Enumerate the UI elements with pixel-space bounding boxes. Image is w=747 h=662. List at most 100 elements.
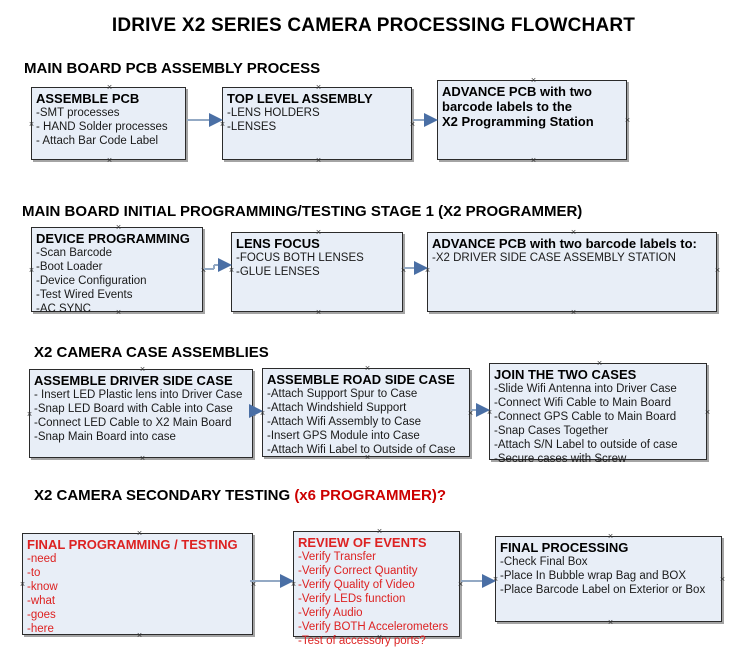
box-header: FINAL PROGRAMMING / TESTING — [27, 537, 238, 552]
box-line: -Insert GPS Module into Case — [267, 430, 420, 442]
connection-handle-right[interactable] — [250, 581, 257, 588]
connection-handle-left[interactable] — [28, 267, 35, 274]
connection-handle-top[interactable] — [364, 365, 371, 372]
connection-handle-left[interactable] — [259, 410, 266, 417]
box-line: - Insert LED Plastic lens into Driver Ca… — [34, 389, 243, 401]
connection-handle-bottom[interactable] — [530, 157, 537, 164]
section-heading-text: MAIN BOARD INITIAL PROGRAMMING/TESTING S… — [22, 203, 583, 220]
box-header: ASSEMBLE ROAD SIDE CASE — [267, 372, 455, 387]
box-line: -Attach S/N Label to outside of case — [494, 439, 678, 451]
box-line: -Verify BOTH Accelerometers — [298, 621, 449, 633]
box-advance-pcb-to-driver-side-case-assembly[interactable]: ADVANCE PCB with two barcode labels to: … — [427, 232, 717, 312]
connection-handle-left[interactable] — [26, 411, 33, 418]
box-line: -Snap LED Board with Cable into Case — [34, 403, 233, 415]
connection-handle-bottom[interactable] — [607, 619, 614, 626]
section-heading-accent: (x6 PROGRAMMER)? — [294, 487, 446, 504]
box-line: -Secure cases with Screw — [494, 453, 627, 465]
connection-handle-right[interactable] — [200, 267, 207, 274]
connection-handle-bottom[interactable] — [139, 455, 146, 462]
connection-handle-bottom[interactable] — [106, 157, 113, 164]
connection-handle-top[interactable] — [139, 366, 146, 373]
connection-handle-left[interactable] — [219, 121, 226, 128]
connection-handle-right[interactable] — [457, 581, 464, 588]
box-top-level-assembly[interactable]: TOP LEVEL ASSEMBLY -LENS HOLDERS -LENSES — [222, 87, 412, 160]
box-line: -Connect Wifi Cable to Main Board — [494, 397, 672, 409]
section-heading-text: X2 CAMERA SECONDARY TESTING — [34, 487, 295, 504]
connection-handle-left[interactable] — [486, 409, 493, 416]
connection-handle-right[interactable] — [719, 576, 726, 583]
box-line: -Verify LEDs function — [298, 593, 406, 605]
connection-handle-top[interactable] — [115, 224, 122, 231]
box-assemble-pcb[interactable]: ASSEMBLE PCB -SMT processes - HAND Solde… — [31, 87, 186, 160]
connection-handle-left[interactable] — [492, 576, 499, 583]
box-header: REVIEW OF EVENTS — [298, 535, 427, 550]
box-line: -Slide Wifi Antenna into Driver Case — [494, 383, 677, 395]
box-line: -Place In Bubble wrap Bag and BOX — [500, 570, 687, 582]
box-line: -GLUE LENSES — [236, 266, 320, 278]
box-line: -to — [27, 567, 41, 579]
connection-handle-top[interactable] — [376, 528, 383, 535]
box-assemble-driver-side-case[interactable]: ASSEMBLE DRIVER SIDE CASE - Insert LED P… — [29, 369, 253, 458]
box-review-of-events[interactable]: REVIEW OF EVENTS -Verify Transfer -Verif… — [290, 528, 460, 647]
box-line: -Verify Audio — [298, 607, 363, 619]
box-line: -LENS HOLDERS — [227, 107, 320, 119]
box-line: -X2 DRIVER SIDE CASE ASSEMBLY STATION — [432, 252, 676, 264]
box-line: -Scan Barcode — [36, 247, 113, 259]
box-header-line-3: X2 Programming Station — [442, 114, 594, 129]
connection-handle-top[interactable] — [596, 360, 603, 367]
connection-handle-right[interactable] — [250, 411, 257, 418]
box-header: FINAL PROCESSING — [500, 540, 629, 555]
box-join-the-two-cases[interactable]: JOIN THE TWO CASES -Slide Wifi Antenna i… — [486, 360, 707, 465]
connection-handle-top[interactable] — [570, 229, 577, 236]
connection-handle-right[interactable] — [714, 267, 721, 274]
box-final-processing[interactable]: FINAL PROCESSING -Check Final Box -Place… — [495, 536, 722, 622]
connection-handle-left[interactable] — [228, 267, 235, 274]
connection-handle-top[interactable] — [106, 84, 113, 91]
box-header: JOIN THE TWO CASES — [494, 367, 637, 382]
connection-handle-right[interactable] — [467, 410, 474, 417]
box-header: DEVICE PROGRAMMING — [36, 231, 190, 246]
box-header: ADVANCE PCB with two — [442, 84, 592, 99]
box-line: -Attach Windshield Support — [267, 402, 407, 414]
connection-handle-top[interactable] — [315, 84, 322, 91]
box-line: -Verify Transfer — [298, 551, 376, 563]
connection-handle-right[interactable] — [409, 121, 416, 128]
connection-handle-bottom[interactable] — [315, 309, 322, 316]
box-line: -Device Configuration — [36, 275, 147, 287]
box-line: -know — [27, 581, 58, 593]
connection-handle-left[interactable] — [28, 121, 35, 128]
connection-handle-right[interactable] — [400, 267, 407, 274]
connection-handle-top[interactable] — [607, 533, 614, 540]
box-header: ASSEMBLE PCB — [36, 91, 140, 106]
box-line: -Boot Loader — [36, 261, 103, 273]
connection-handle-right[interactable] — [624, 117, 631, 124]
box-final-programming-testing[interactable]: FINAL PROGRAMMING / TESTING -need -to -k… — [22, 533, 253, 635]
box-header: TOP LEVEL ASSEMBLY — [227, 91, 373, 106]
connection-handle-right[interactable] — [704, 409, 711, 416]
connection-handle-left[interactable] — [19, 581, 26, 588]
connection-handle-top[interactable] — [136, 530, 143, 537]
box-lens-focus[interactable]: LENS FOCUS -FOCUS BOTH LENSES -GLUE LENS… — [231, 232, 403, 312]
box-header: ADVANCE PCB with two barcode labels to: — [432, 236, 697, 251]
section-heading-x2-camera-case-assemblies: X2 CAMERA CASE ASSEMBLIES — [34, 344, 269, 361]
box-line: -Connect LED Cable to X2 Main Board — [34, 417, 232, 429]
box-line: -Snap Cases Together — [494, 425, 609, 437]
box-header: LENS FOCUS — [236, 236, 320, 251]
box-line: -Attach Wifi Assembly to Case — [267, 416, 422, 428]
connection-handle-bottom[interactable] — [570, 309, 577, 316]
connection-handle-top[interactable] — [530, 77, 537, 84]
page-title: IDRIVE X2 SERIES CAMERA PROCESSING FLOWC… — [111, 15, 636, 36]
box-line: -Place Barcode Label on Exterior or Box — [500, 584, 706, 596]
connection-handle-left[interactable] — [290, 581, 297, 588]
section-heading-x2-camera-secondary-testing: X2 CAMERA SECONDARY TESTING (x6 PROGRAMM… — [34, 487, 446, 504]
connection-handle-top[interactable] — [315, 229, 322, 236]
box-assemble-road-side-case[interactable]: ASSEMBLE ROAD SIDE CASE -Attach Support … — [262, 368, 470, 457]
connection-handle-left[interactable] — [424, 267, 431, 274]
section-heading-text: MAIN BOARD PCB ASSEMBLY PROCESS — [24, 60, 321, 77]
box-advance-pcb-to-x2-programming-station[interactable]: ADVANCE PCB with two barcode labels to t… — [437, 80, 627, 160]
box-device-programming[interactable]: DEVICE PROGRAMMING -Scan Barcode -Boot L… — [28, 224, 203, 315]
connection-handle-bottom[interactable] — [315, 157, 322, 164]
section-heading-main-board-pcb-assembly-process: MAIN BOARD PCB ASSEMBLY PROCESS — [24, 60, 320, 77]
box-line: -Attach Wifi Label to Outside of Case — [267, 444, 456, 456]
